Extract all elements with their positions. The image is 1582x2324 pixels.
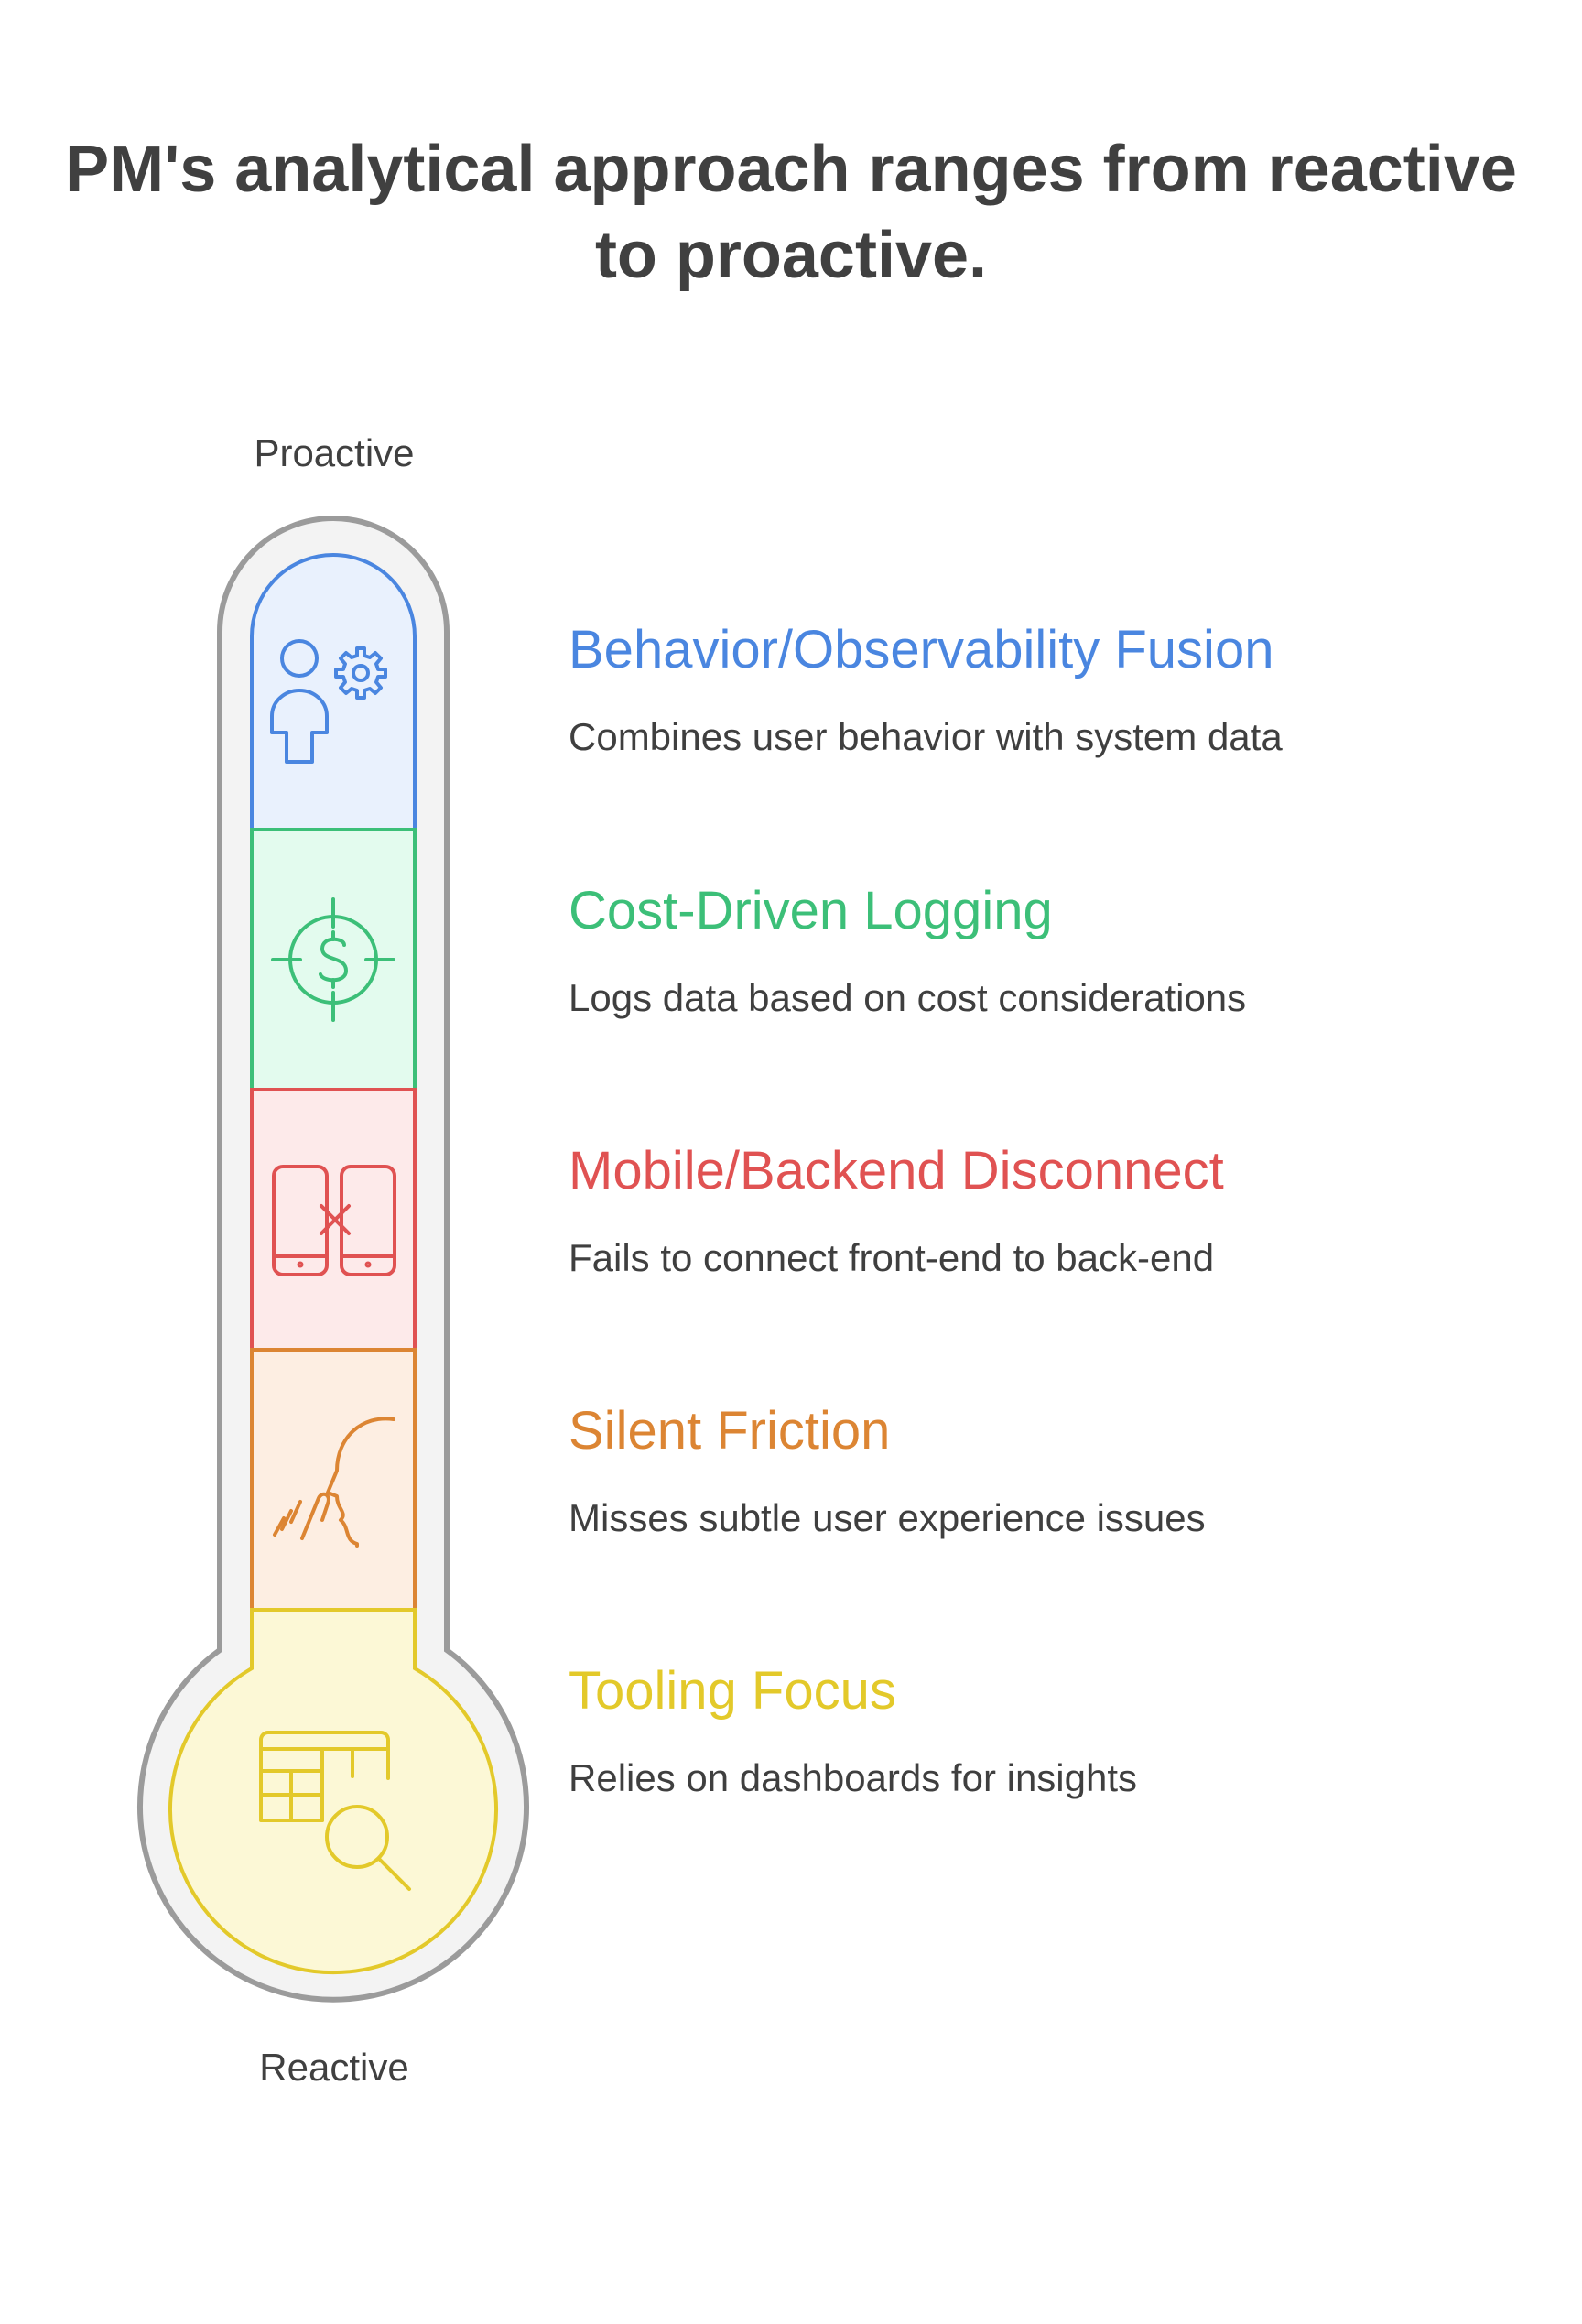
dollar-target-icon [271,897,396,1022]
level-segment-1 [250,553,417,831]
page-title: PM's analytical approach ranges from rea… [65,133,1517,292]
dashboard-search-icon [259,1731,411,1891]
level-item-5: Tooling Focus Relies on dashboards for i… [569,1659,1539,1799]
level-title-3: Mobile/Backend Disconnect [569,1141,1224,1200]
axis-label-top: Proactive [254,431,415,474]
user-gear-icon [270,639,387,764]
level-description-2: Logs data based on cost considerations [569,976,1247,1019]
disconnected-phones-icon [272,1165,396,1276]
axis-label-bottom: Reactive [259,2046,409,2089]
level-title-4: Silent Friction [569,1401,891,1461]
level-segment-5 [168,1608,498,1975]
shush-face-icon [273,1417,396,1548]
level-title-2: Cost-Driven Logging [569,881,1053,940]
level-description-5: Relies on dashboards for insights [569,1756,1138,1799]
level-item-2: Cost-Driven Logging Logs data based on c… [569,879,1539,1019]
level-description-3: Fails to connect front-end to back-end [569,1236,1215,1279]
level-item-1: Behavior/Observability Fusion Combines u… [569,618,1539,758]
level-description-1: Combines user behavior with system data [569,715,1283,758]
level-item-4: Silent Friction Misses subtle user exper… [569,1399,1539,1539]
level-title-1: Behavior/Observability Fusion [569,620,1274,679]
level-title-5: Tooling Focus [569,1661,896,1721]
level-item-3: Mobile/Backend Disconnect Fails to conne… [569,1139,1539,1279]
level-description-4: Misses subtle user experience issues [569,1496,1206,1539]
